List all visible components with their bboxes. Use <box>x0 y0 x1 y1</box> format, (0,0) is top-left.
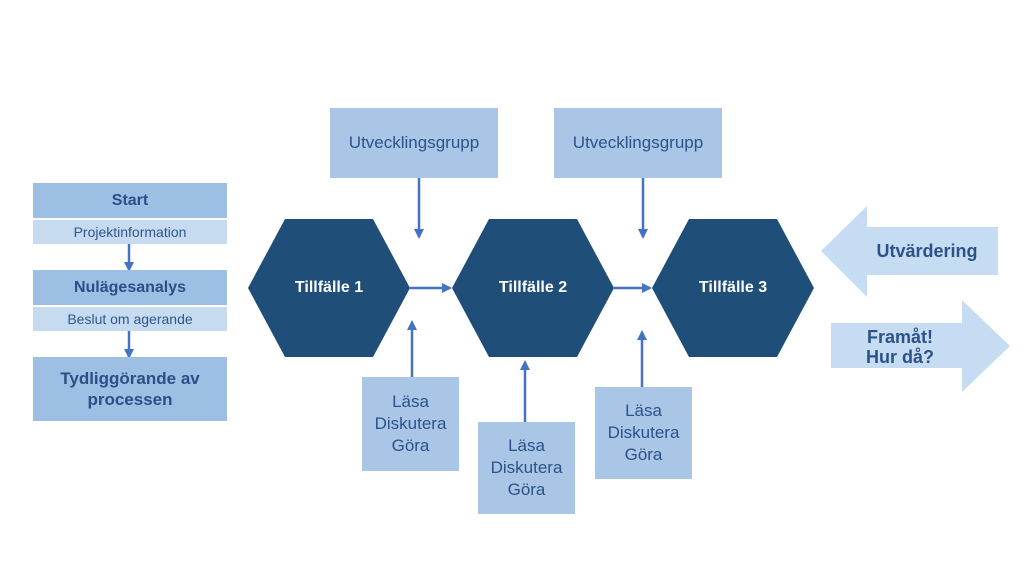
tydliggorande-line-2: processen <box>87 390 173 409</box>
step-start: Start <box>33 183 227 218</box>
utvecklingsgrupp-box-2: Utvecklingsgrupp <box>554 108 722 178</box>
framat-line-1: Framåt! <box>866 327 933 347</box>
step-beslut-om-agerande: Beslut om agerande <box>33 307 227 331</box>
lasa-diskutera-gora-box-3: Läsa Diskutera Göra <box>595 387 692 479</box>
framat-label: Framåt! Hur då? <box>845 325 955 369</box>
step-projektinformation: Projektinformation <box>33 220 227 244</box>
utvardering-arrow-shape <box>821 206 998 297</box>
lasa-diskutera-gora-box-1: Läsa Diskutera Göra <box>362 377 459 471</box>
framat-line-2: Hur då? <box>865 347 934 367</box>
utvardering-label: Utvärdering <box>876 240 978 261</box>
lasa-diskutera-gora-box-2: Läsa Diskutera Göra <box>478 422 575 514</box>
hexagon-tillfalle-3 <box>652 219 814 357</box>
step-nulagesanalys: Nulägesanalys <box>33 270 227 305</box>
utvecklingsgrupp-box-1: Utvecklingsgrupp <box>330 108 498 178</box>
tydliggorande-line-1: Tydliggörande av <box>60 369 200 388</box>
hexagon-tillfalle-2 <box>452 219 614 357</box>
hexagon-tillfalle-1 <box>248 219 410 357</box>
framat-arrow-shape <box>831 300 1010 392</box>
step-tydliggorande: Tydliggörande av processen <box>33 357 227 421</box>
